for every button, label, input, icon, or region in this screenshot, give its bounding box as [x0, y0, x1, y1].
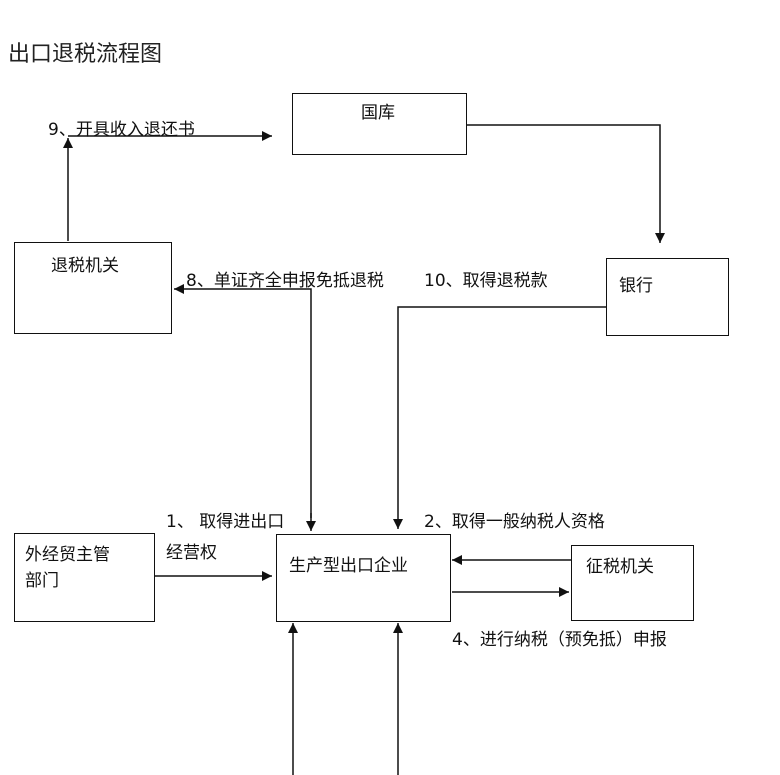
arrow-treasury-to-bank — [466, 124, 665, 243]
node-foreign-trade-dept-label-2: 部门 — [25, 571, 59, 591]
node-tax-refund-office: 退税机关 — [14, 242, 172, 334]
node-tax-collection-office-label: 征税机关 — [586, 557, 654, 577]
node-enterprise: 生产型出口企业 — [276, 534, 451, 622]
edge-label-step2: 2、取得一般纳税人资格 — [424, 512, 605, 532]
node-foreign-trade-dept: 外经贸主管 部门 — [14, 533, 155, 622]
edge-label-step9: 9、开具收入退还书 — [48, 120, 195, 140]
node-treasury-label: 国库 — [361, 103, 395, 123]
node-tax-refund-office-label: 退税机关 — [51, 256, 119, 276]
edge-label-step10: 10、取得退税款 — [424, 271, 548, 291]
edge-label-step8: 8、单证齐全申报免抵退税 — [186, 271, 384, 291]
flowchart-canvas: 国库 退税机关 银行 外经贸主管 部门 生产型出口企业 征税机关 9、开具收入退… — [0, 85, 738, 775]
connector-layer — [63, 124, 665, 775]
node-bank: 银行 — [606, 258, 729, 336]
node-enterprise-label: 生产型出口企业 — [289, 556, 408, 576]
edge-label-step1-line1: 1、 取得进出口 — [166, 512, 285, 532]
node-foreign-trade-dept-label-1: 外经贸主管 — [25, 545, 110, 565]
arrow-step8-declare — [174, 284, 312, 518]
node-tax-collection-office: 征税机关 — [571, 545, 694, 621]
node-bank-label: 银行 — [619, 276, 653, 296]
page-title: 出口退税流程图 — [8, 42, 163, 67]
edge-label-step1-line2: 经营权 — [166, 543, 217, 563]
edge-label-step4: 4、进行纳税（预免抵）申报 — [452, 630, 667, 650]
arrow-step10-refund — [393, 306, 606, 529]
node-treasury: 国库 — [292, 93, 467, 155]
